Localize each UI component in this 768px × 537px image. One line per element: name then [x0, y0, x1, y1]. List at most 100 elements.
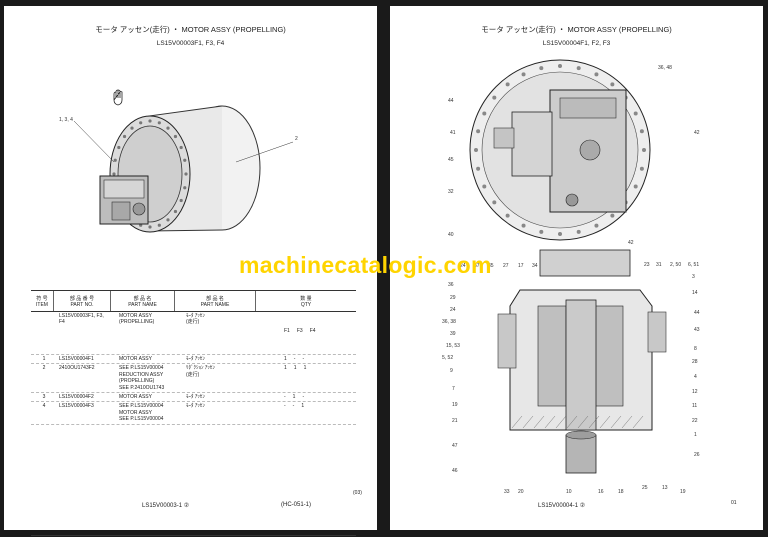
bolt-hole [173, 134, 178, 139]
motor-assembly-drawing [73, 89, 294, 233]
page-count: 01 [731, 500, 737, 506]
bolt-hole [476, 129, 481, 134]
callout-label: 44 [448, 98, 454, 104]
part-name-jp-cell-line: ﾓｰﾀ ｱｯｾﾝ [186, 394, 205, 401]
callout-label: 15, 53 [446, 343, 460, 349]
qty-cell: -1- [268, 393, 356, 401]
bolt-hole [112, 172, 116, 176]
item-cell: 1 [42, 356, 46, 362]
callout-label: 29 [450, 295, 456, 301]
qty-head: F1 [284, 328, 290, 334]
bolt-hole [558, 232, 562, 236]
callout-label: 22 [692, 418, 698, 424]
callout-label: 9 [450, 368, 453, 374]
callout-label: 5, 52 [442, 355, 454, 361]
bolt-hole [633, 184, 638, 189]
part-name-en-cell-line: SEE P.LS15V00004 [119, 403, 164, 410]
callout-label: 34 [532, 263, 538, 269]
part-name-jp-cell-line: (走行) [186, 371, 200, 378]
callout-label: 23 [644, 262, 650, 268]
part-name-jp-cell-line: ﾘﾀﾞｸｼｮﾝ ｱｯｾﾝ [186, 365, 215, 372]
qty-value: 1 [293, 365, 297, 372]
callout-label: 46 [452, 468, 458, 474]
part-name-jp-cell-line: ﾓｰﾀ ｱｯｾﾝ [186, 356, 205, 362]
watermark: machinecatalogic.com [239, 252, 492, 278]
bolt-hole [639, 129, 644, 134]
bolt-hole [184, 172, 188, 176]
bolt-hole [476, 166, 481, 171]
bolt-hole [610, 82, 615, 87]
bolt-hole [492, 200, 497, 205]
bolt-hole [594, 223, 599, 228]
callout-label: 27 [503, 263, 509, 269]
qty-head: F3 [296, 328, 303, 334]
bolt-hole [539, 229, 544, 234]
left-page: モータ アッセン(走行) ・ MOTOR ASSY (PROPELLING) L… [4, 6, 377, 536]
callout-label: 17 [518, 263, 524, 269]
right-page-title: モータ アッセン(走行) ・ MOTOR ASSY (PROPELLING) [481, 25, 672, 34]
callout-label: 24 [450, 307, 456, 313]
callout-label: 26 [694, 452, 700, 458]
bolt-hole [148, 225, 152, 229]
qty-value: - [284, 403, 286, 410]
bolt-hole [642, 148, 646, 152]
bolt-hole [117, 145, 121, 150]
bolt-hole [594, 72, 599, 77]
bolt-hole [474, 148, 478, 152]
catalog-code: (HC-051-1) [281, 502, 312, 508]
callout-label: 28 [692, 359, 698, 365]
qty-value: - [292, 403, 295, 410]
callout-label: 3 [692, 274, 695, 280]
callout-label: 1, 3, 4 [59, 117, 73, 123]
callout-label: 40 [448, 232, 454, 238]
callout-label: 20 [518, 489, 524, 495]
part-name-en-cell-line: MOTOR ASSY [119, 313, 152, 319]
callout-label: 7 [452, 386, 455, 392]
part-name-jp-cell: ﾓｰﾀ ｱｯｾﾝ [184, 393, 268, 401]
item-cell: 2 [42, 365, 46, 372]
bolt-hole [521, 223, 526, 228]
part-name-en-cell-line: SEE P.LS15V00004 [119, 416, 164, 423]
bolt-hole [539, 66, 544, 71]
callout-label: 13 [662, 485, 668, 491]
bolt-hole [610, 213, 615, 218]
part-name-jp-cell: ﾓｰﾀ ｱｯｾﾝ [184, 355, 268, 363]
part-name-en-cell-line: MOTOR ASSY [119, 356, 152, 362]
page-footer: LS15V00003-1 ② [142, 503, 190, 509]
qty-value: 1 [284, 365, 287, 372]
bolt-hole [482, 184, 487, 189]
bolt-hole [122, 134, 127, 139]
callout-label: 19 [680, 489, 686, 495]
bolt-hole [505, 82, 510, 87]
item-cell: 4 [42, 403, 46, 410]
part-name-en-cell-line: REDUCTION ASSY [119, 371, 164, 378]
page-count: (03) [353, 490, 362, 496]
bolt-hole [179, 198, 183, 203]
bolt-hole [173, 209, 178, 214]
bolt-hole [157, 121, 161, 125]
qty-cell: 1-- [268, 355, 356, 363]
callout-label: 32 [448, 189, 454, 195]
bolt-hole [521, 72, 526, 77]
bolt-hole [130, 126, 134, 130]
callout-label: 8 [694, 346, 697, 352]
callout-label: 6, 51 [688, 262, 700, 268]
part-no-cell: LS15V00003F1, F3,F4 [57, 312, 117, 354]
callout-label: 19 [452, 402, 458, 408]
part-name-en-cell: MOTOR ASSY [117, 355, 184, 363]
callout-label: 36, 48 [658, 65, 672, 71]
qty-value: - [302, 356, 305, 362]
bolt-hole [492, 95, 497, 100]
qty-value: 1 [301, 403, 305, 410]
table-filler [31, 425, 356, 536]
hand-cursor-icon [113, 89, 123, 106]
left-page-title: モータ アッセン(走行) ・ MOTOR ASSY (PROPELLING) [95, 25, 286, 34]
part-name-en-cell-line: (PROPELLING) [119, 319, 155, 326]
part-name-jp-cell-line: ﾓｰﾀ ｱｯｾﾝ [186, 403, 205, 410]
